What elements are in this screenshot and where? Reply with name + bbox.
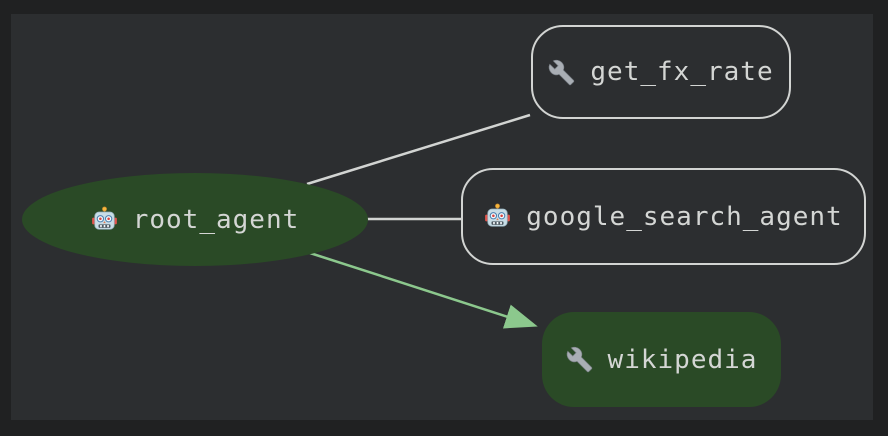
wrench-icon <box>566 346 593 373</box>
node-get-fx-rate[interactable]: get_fx_rate <box>531 25 791 119</box>
robot-icon <box>91 206 118 233</box>
node-label: wikipedia <box>607 344 758 375</box>
wrench-icon <box>548 59 575 86</box>
node-wikipedia[interactable]: wikipedia <box>542 312 781 407</box>
node-label: google_search_agent <box>526 201 843 232</box>
robot-icon <box>484 203 511 230</box>
node-root-agent[interactable]: root_agent <box>22 173 368 266</box>
node-label: get_fx_rate <box>590 57 774 87</box>
graph-panel: root_agent get_fx_rate <box>11 14 873 420</box>
node-google-search-agent[interactable]: google_search_agent <box>461 168 866 265</box>
node-label: root_agent <box>132 204 300 235</box>
